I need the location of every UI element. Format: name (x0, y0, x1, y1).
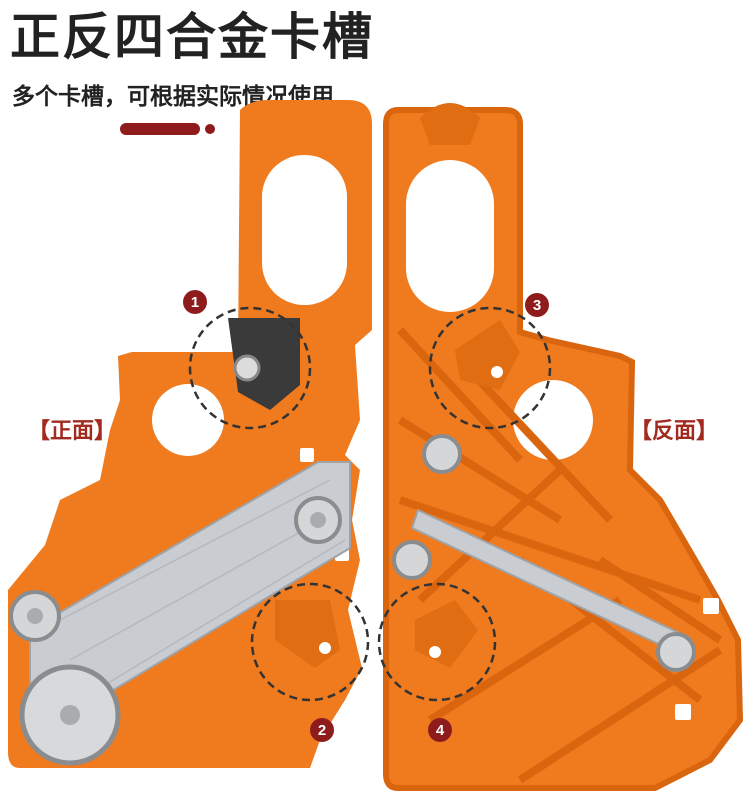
page-title: 正反四合金卡槽 (10, 9, 374, 65)
accent-dot (205, 124, 215, 134)
highlight-circle-2 (250, 582, 370, 702)
badge-2: 2 (310, 718, 334, 742)
highlight-circle-1 (188, 306, 312, 430)
front-tool (8, 100, 372, 768)
label-back: 【反面】 (630, 418, 719, 443)
back-tool (383, 103, 744, 791)
accent-bar (120, 123, 200, 135)
badge-3: 3 (525, 293, 549, 317)
badge-1: 1 (183, 290, 207, 314)
highlight-circle-3 (428, 306, 552, 430)
badge-4: 4 (428, 718, 452, 742)
highlight-circle-4 (377, 582, 497, 702)
label-front: 【正面】 (28, 418, 117, 443)
